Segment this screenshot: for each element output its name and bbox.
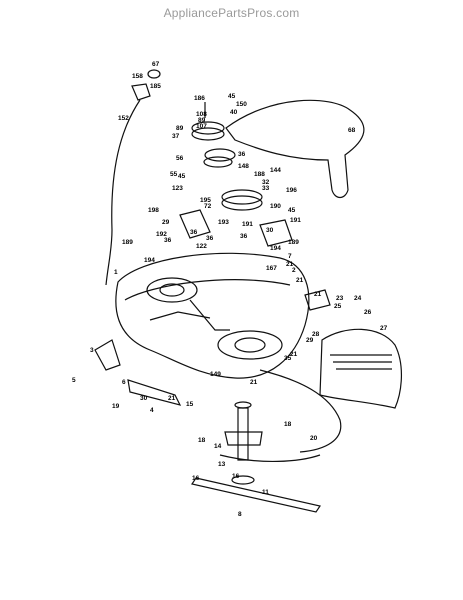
part-callout: 191 <box>242 221 253 228</box>
site-watermark: AppliancePartsPros.com <box>163 6 300 20</box>
part-callout: 36 <box>206 235 214 242</box>
part-callout: 29 <box>162 219 170 226</box>
part-callout: 185 <box>150 83 161 90</box>
part-callout: 189 <box>288 239 299 246</box>
part-callout: 24 <box>354 295 362 302</box>
part-callout: 40 <box>230 109 238 116</box>
part-callout: 29 <box>306 337 314 344</box>
part-callout: 23 <box>336 295 344 302</box>
deck-assembly <box>115 252 310 379</box>
part-callout: 14 <box>214 443 222 450</box>
part-callout: 5 <box>72 377 76 384</box>
part-callout: 32 <box>262 179 270 186</box>
part-callout: 36 <box>190 229 198 236</box>
part-callout: 150 <box>236 101 247 108</box>
part-callout: 7 <box>288 253 292 260</box>
part-callout: 45 <box>288 207 296 214</box>
part-callout: 21 <box>250 379 258 386</box>
blade-spindle <box>191 401 321 513</box>
part-callout: 25 <box>334 303 342 310</box>
part-callout: 45 <box>178 173 186 180</box>
part-callout: 18 <box>284 421 292 428</box>
part-callout: 3 <box>90 347 94 354</box>
part-callout: 16 <box>192 475 200 482</box>
pulley-stack <box>191 102 263 211</box>
part-callout: 45 <box>228 93 236 100</box>
bracket-parts <box>94 209 331 406</box>
part-callout: 192 <box>156 231 167 238</box>
part-callout: 108 <box>196 111 207 118</box>
part-callout: 19 <box>112 403 120 410</box>
part-callout: 37 <box>172 133 180 140</box>
cable-and-lever <box>105 69 161 286</box>
part-callout: 21 <box>290 351 298 358</box>
part-callout: 33 <box>262 185 270 192</box>
part-callout: 30 <box>266 227 274 234</box>
part-callout: 15 <box>186 401 194 408</box>
part-callout: 13 <box>218 461 226 468</box>
part-callout: 148 <box>238 163 249 170</box>
part-callout: 167 <box>266 265 277 272</box>
part-callout: 89 <box>198 117 206 124</box>
part-callout: 30 <box>140 395 148 402</box>
part-callout: 55 <box>170 171 178 178</box>
part-callout: 21 <box>286 261 294 268</box>
part-callout: 56 <box>176 155 184 162</box>
part-callout: 20 <box>310 435 318 442</box>
part-callout: 198 <box>148 207 159 214</box>
part-callout: 149 <box>210 371 221 378</box>
part-callout: 195 <box>200 197 211 204</box>
part-callout: 107 <box>196 123 207 130</box>
part-callout: 11 <box>262 489 269 496</box>
part-callout: 67 <box>152 61 160 68</box>
part-callout: 194 <box>270 245 281 252</box>
part-callout: 122 <box>196 243 207 250</box>
part-callout: 158 <box>132 73 143 80</box>
part-callout: 18 <box>198 437 206 444</box>
part-callout: 194 <box>144 257 155 264</box>
part-callout: 6 <box>122 379 126 386</box>
part-callout: 21 <box>314 291 322 298</box>
part-callout: 36 <box>238 151 246 158</box>
part-callout: 152 <box>118 115 129 122</box>
part-callout: 72 <box>204 203 212 210</box>
part-callout: 89 <box>176 125 184 132</box>
part-callout: 144 <box>270 167 281 174</box>
part-callout: 2 <box>292 267 296 274</box>
part-callout: 193 <box>218 219 229 226</box>
part-callout: 27 <box>380 325 388 332</box>
part-callout: 36 <box>164 237 172 244</box>
part-callout: 188 <box>254 171 265 178</box>
part-callout: 26 <box>364 309 372 316</box>
part-callout: 4 <box>150 407 154 414</box>
part-callout: 36 <box>240 233 248 240</box>
part-callout: 123 <box>172 185 183 192</box>
front-rod <box>219 369 342 463</box>
part-callout: 35 <box>284 355 292 362</box>
part-callout: 28 <box>312 331 320 338</box>
discharge-chute <box>319 328 403 409</box>
part-callout: 189 <box>122 239 133 246</box>
part-callout: 1 <box>114 269 118 276</box>
belt <box>225 99 365 199</box>
part-callout: 190 <box>270 203 281 210</box>
part-callout: 191 <box>290 217 301 224</box>
part-callout: 16 <box>232 473 240 480</box>
part-callout: 196 <box>286 187 297 194</box>
part-callout: 21 <box>296 277 304 284</box>
part-callout: 68 <box>348 127 356 134</box>
part-callout: 186 <box>194 95 205 102</box>
part-callout: 8 <box>238 511 242 518</box>
part-callout: 21 <box>168 395 176 402</box>
